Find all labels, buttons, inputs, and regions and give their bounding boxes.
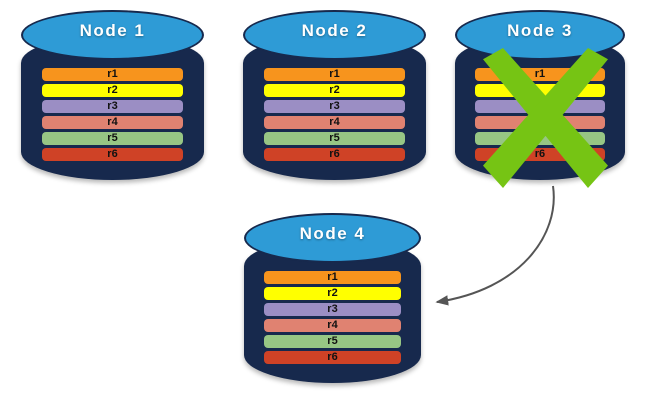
record-bar-r2: r2 <box>264 84 405 97</box>
record-list: r1 r2 r3 r4 r5 r6 <box>21 68 204 161</box>
record-bar-r3: r3 <box>264 100 405 113</box>
record-bar-r3 <box>474 100 606 113</box>
record-bar-r5 <box>474 132 606 145</box>
cylinder-top-ellipse <box>243 10 426 60</box>
cylinder-top-ellipse <box>455 10 625 60</box>
record-bar-r3: r3 <box>264 303 401 316</box>
record-bar-r6: r6 <box>264 351 401 364</box>
record-bar-r6: r6 <box>264 148 405 161</box>
record-bar-r5: r5 <box>264 335 401 348</box>
record-bar-r4: r4 <box>42 116 183 129</box>
cylinder-top-ellipse <box>244 213 421 263</box>
record-bar-r1: r1 <box>264 271 401 284</box>
record-bar-r4: r4 <box>264 116 405 129</box>
record-list: r1 r6 <box>455 68 625 161</box>
record-bar-r1: r1 <box>474 68 606 81</box>
record-bar-r6: r6 <box>474 148 606 161</box>
record-bar-r2: r2 <box>42 84 183 97</box>
record-bar-r5: r5 <box>264 132 405 145</box>
record-bar-r1: r1 <box>264 68 405 81</box>
record-bar-r6: r6 <box>42 148 183 161</box>
record-bar-r2 <box>474 84 606 97</box>
record-bar-r3: r3 <box>42 100 183 113</box>
record-bar-r1: r1 <box>42 68 183 81</box>
record-list: r1 r2 r3 r4 r5 r6 <box>244 271 421 364</box>
record-list: r1 r2 r3 r4 r5 r6 <box>243 68 426 161</box>
record-bar-r5: r5 <box>42 132 183 145</box>
record-bar-r2: r2 <box>264 287 401 300</box>
record-bar-r4 <box>474 116 606 129</box>
cylinder-top-ellipse <box>21 10 204 60</box>
record-bar-r4: r4 <box>264 319 401 332</box>
